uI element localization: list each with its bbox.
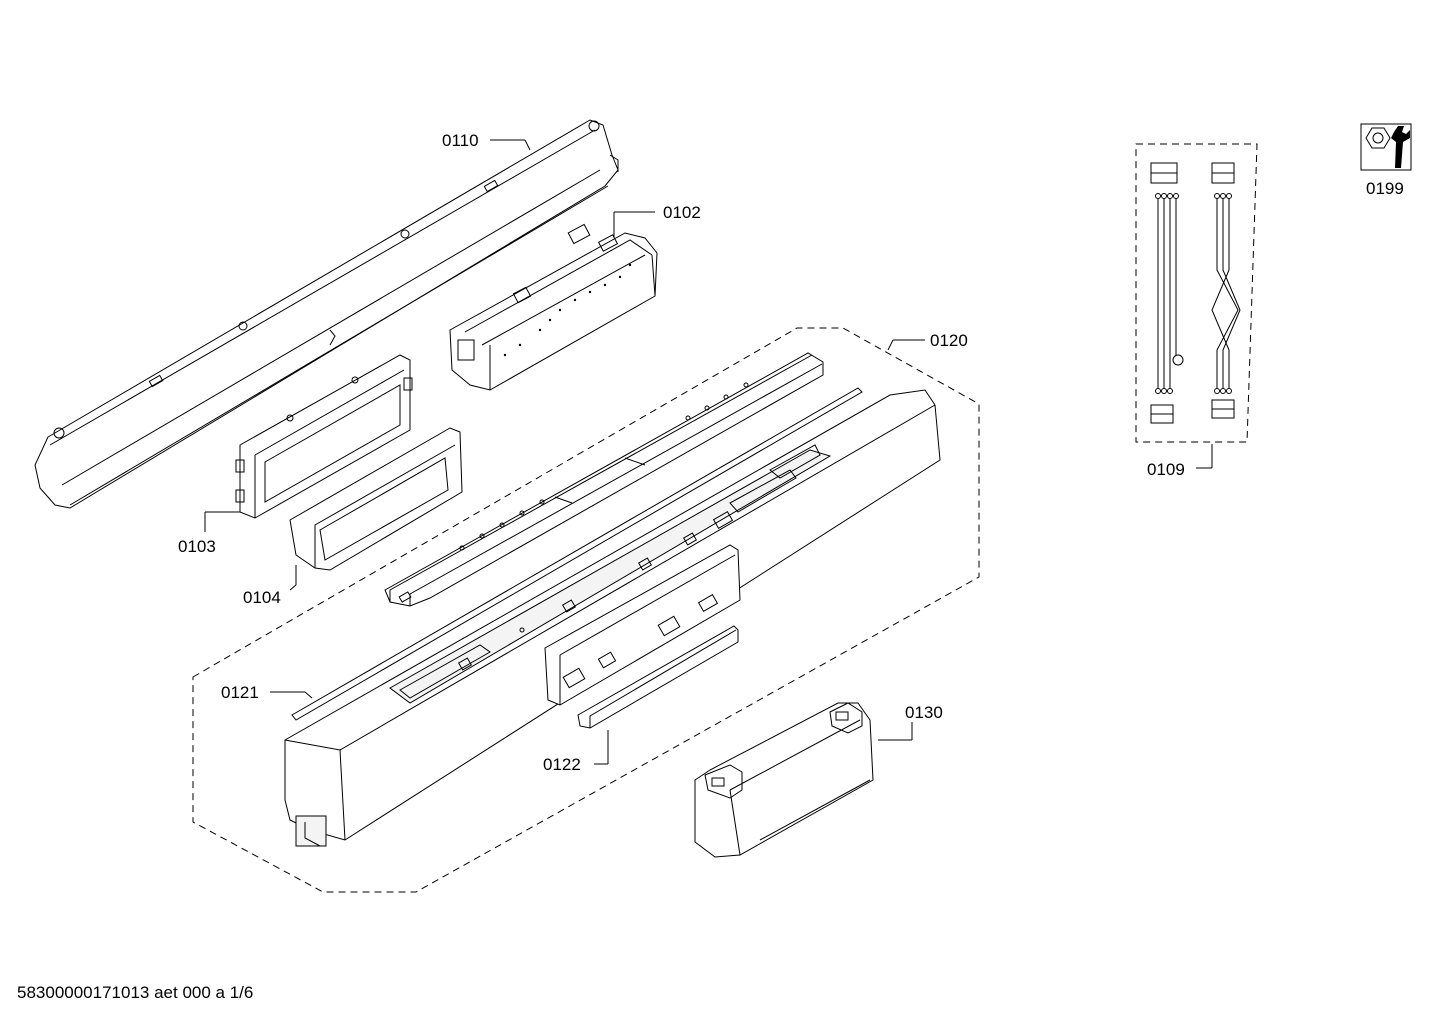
label-0120: 0120: [930, 331, 968, 350]
callout-0102: 0102: [613, 203, 701, 238]
label-0104: 0104: [243, 588, 281, 607]
wrench-nut-icon: [1360, 123, 1412, 171]
label-0121: 0121: [221, 683, 259, 702]
label-0103: 0103: [178, 537, 216, 556]
document-id: 58300000171013 aet 000 a 1/6: [17, 983, 253, 1002]
part-0122-trim-strip[interactable]: [577, 625, 739, 729]
label-0122: 0122: [543, 755, 581, 774]
part-0121-seal-strip[interactable]: [291, 387, 863, 721]
assembly-0120-boundary: [192, 327, 980, 893]
callout-0110: 0110: [442, 131, 531, 151]
callout-0121: 0121: [221, 683, 313, 702]
part-0104-display-cover[interactable]: [289, 427, 463, 571]
callout-0109: 0109: [1147, 444, 1213, 479]
callout-0103: 0103: [178, 511, 240, 556]
part-0109-cable-harness[interactable]: [1150, 162, 1241, 424]
callout-0120: 0120: [887, 331, 968, 351]
part-0109-boundary: [1135, 143, 1258, 443]
label-0130: 0130: [905, 703, 943, 722]
label-0102: 0102: [663, 203, 701, 222]
label-0109: 0109: [1147, 460, 1185, 479]
callout-0130: 0130: [878, 703, 943, 741]
part-0120-center-bracket[interactable]: [544, 544, 741, 706]
part-0120-button-strip[interactable]: [384, 352, 824, 607]
label-0199: 0199: [1366, 179, 1404, 198]
callout-0104: 0104: [243, 565, 297, 607]
part-0110-mounting-rail[interactable]: [34, 119, 619, 509]
part-0102-control-module[interactable]: [449, 223, 658, 391]
callout-0122: 0122: [543, 730, 609, 774]
part-0130-housing[interactable]: [694, 702, 874, 858]
label-0110: 0110: [442, 131, 479, 150]
